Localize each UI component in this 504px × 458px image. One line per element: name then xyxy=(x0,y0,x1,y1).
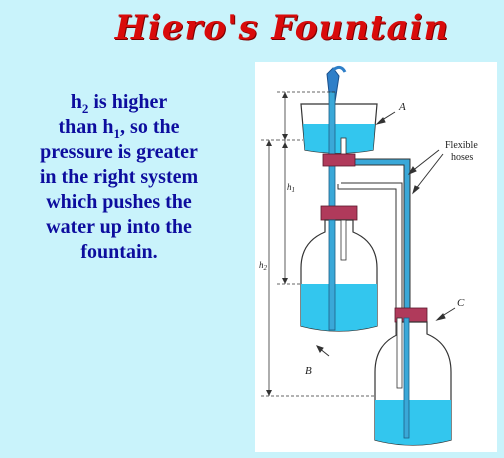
bottle-c xyxy=(374,317,452,446)
page-title: Hiero's Fountain xyxy=(114,8,450,48)
explanation-line-7: fountain. xyxy=(80,241,158,263)
dimension-lines xyxy=(261,91,375,397)
label-h2: h2 xyxy=(259,260,268,272)
explanation-line-4: in the right system xyxy=(39,166,199,188)
label-h1: h1 xyxy=(287,182,295,194)
basin-a xyxy=(300,103,378,154)
label-flexible: Flexible xyxy=(445,140,478,151)
label-b: B xyxy=(305,365,312,377)
explanation-line-5: which pushes the xyxy=(46,191,192,213)
explanation-line-3: pressure is greater xyxy=(40,141,198,163)
fountain-diagram: A B C Flexible hoses h1 h2 xyxy=(255,62,497,452)
flexible-hoses xyxy=(337,158,411,387)
explanation-text: h2 is higher than h1, so the pressure is… xyxy=(4,90,234,265)
cap-bottle-b xyxy=(320,205,358,221)
leader-arrows xyxy=(316,111,456,357)
label-c: C xyxy=(457,297,465,309)
label-hoses: hoses xyxy=(451,152,473,163)
dimension-arrowheads xyxy=(266,92,288,396)
label-a: A xyxy=(398,101,406,113)
cap-basin xyxy=(322,153,356,167)
explanation-line-1: h2 is higher xyxy=(70,91,168,116)
explanation-line-6: water up into the xyxy=(46,216,192,238)
fountain-diagram-svg: A B C Flexible hoses h1 h2 xyxy=(259,65,478,446)
bottle-b xyxy=(300,219,378,332)
explanation-line-2: than h1, so the xyxy=(58,116,180,141)
